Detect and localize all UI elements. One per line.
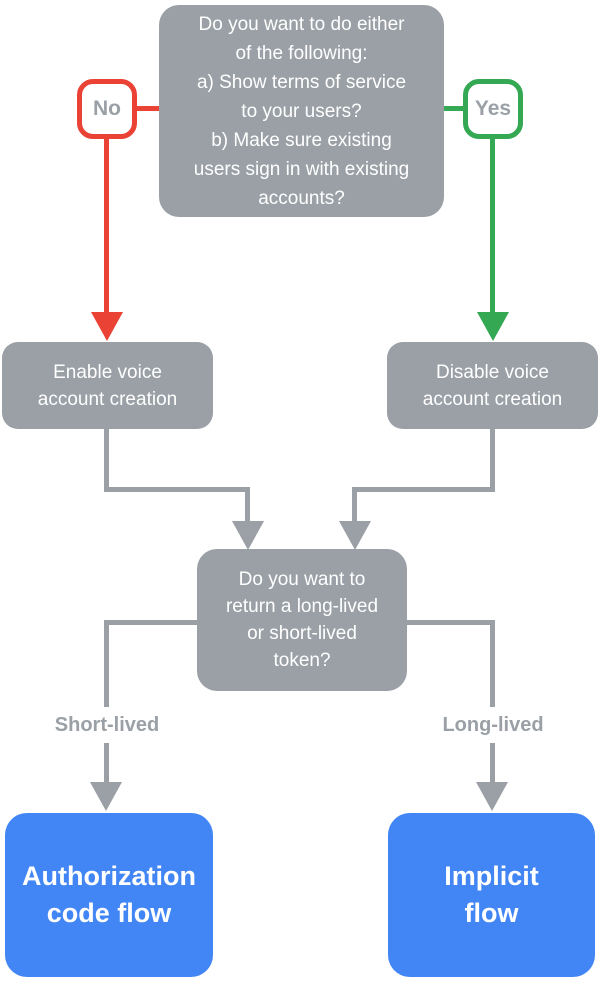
no-badge: No xyxy=(77,79,137,139)
disable-out-horizontal-line xyxy=(352,487,495,492)
disable-in-arrowhead-icon xyxy=(339,521,371,550)
root-question-node: Do you want to do either of the followin… xyxy=(159,5,444,217)
no-branch-horizontal-line xyxy=(137,106,159,111)
short-lived-arrowhead-icon xyxy=(90,782,122,811)
enable-out-vertical-line xyxy=(104,429,109,492)
long-lived-vertical-line xyxy=(490,620,495,782)
disable-in-vertical-line xyxy=(352,487,357,522)
token-question-node: Do you want to return a long-lived or sh… xyxy=(197,549,407,691)
enable-out-horizontal-line xyxy=(104,487,250,492)
enable-in-arrowhead-icon xyxy=(232,521,264,550)
enable-voice-node: Enable voice account creation xyxy=(2,342,213,429)
short-lived-horizontal-line xyxy=(104,620,197,625)
enable-in-vertical-line xyxy=(245,487,250,522)
long-lived-arrowhead-icon xyxy=(476,782,508,811)
long-lived-horizontal-line xyxy=(407,620,495,625)
long-lived-edge-label: Long-lived xyxy=(408,707,578,743)
yes-branch-arrowhead-icon xyxy=(477,312,509,341)
no-branch-vertical-line xyxy=(104,139,109,313)
yes-branch-horizontal-line xyxy=(444,106,463,111)
short-lived-edge-label: Short-lived xyxy=(22,707,192,743)
yes-branch-vertical-line xyxy=(490,139,495,313)
short-lived-vertical-line xyxy=(104,620,109,782)
yes-badge: Yes xyxy=(463,79,523,139)
implicit-flow-node: Implicit flow xyxy=(388,813,595,977)
disable-out-vertical-line xyxy=(490,429,495,492)
authorization-code-flow-node: Authorization code flow xyxy=(5,813,213,977)
disable-voice-node: Disable voice account creation xyxy=(387,342,598,429)
no-branch-arrowhead-icon xyxy=(91,312,123,341)
